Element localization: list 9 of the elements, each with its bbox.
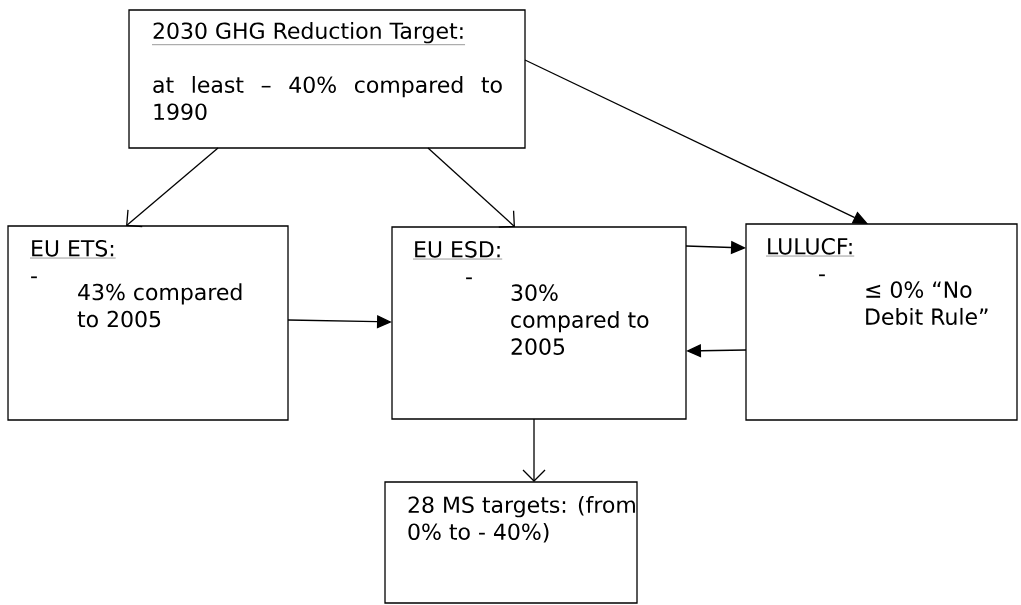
arrow xyxy=(524,59,868,224)
text-box: EU ESD: - 30% compared to 2005 xyxy=(391,226,687,420)
arrow xyxy=(126,147,219,228)
text-box: LULUCF: - ≤ 0% “No Debit Rule” xyxy=(745,223,1018,421)
text-box: EU ETS: - 43% compared to 2005 xyxy=(7,225,289,421)
arrow xyxy=(522,418,546,482)
text-box: 2030 GHG Reduction Target: at least – 40% compared to 1990 xyxy=(128,9,526,149)
text-box: 28 MS targets: (from 0% to - 40%) xyxy=(384,481,638,604)
arrow xyxy=(427,147,515,228)
